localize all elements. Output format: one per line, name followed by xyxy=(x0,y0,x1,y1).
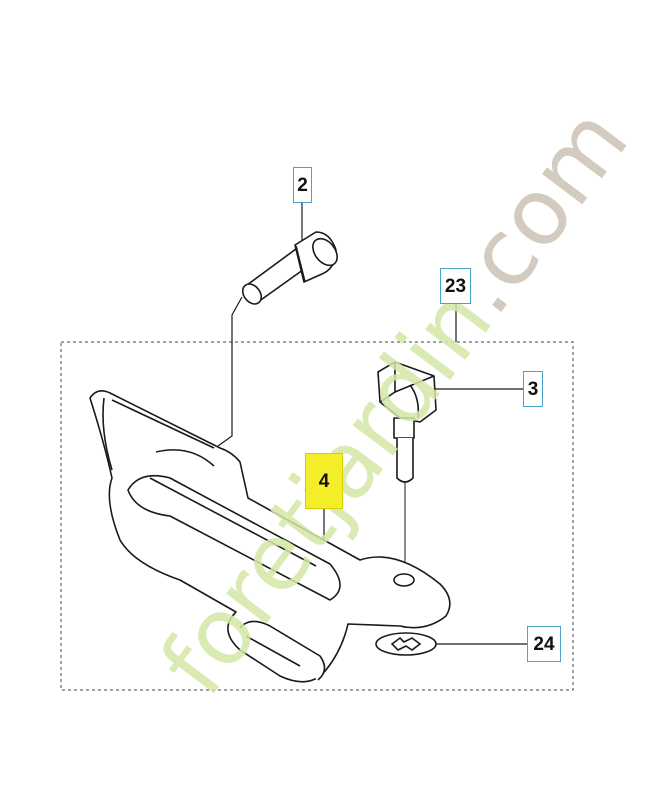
kit-boundary-dashed xyxy=(60,341,574,691)
cover-part xyxy=(89,390,451,683)
callout-screw[interactable]: 2 xyxy=(293,167,312,203)
callout-washer[interactable]: 24 xyxy=(527,626,561,662)
leader-screw-to-cover xyxy=(217,296,243,447)
callout-kit[interactable]: 23 xyxy=(440,268,471,304)
leader-lines xyxy=(217,203,527,645)
screw-part xyxy=(241,231,338,305)
callout-cover[interactable]: 4 xyxy=(305,453,343,509)
callout-pin[interactable]: 3 xyxy=(523,371,543,407)
washer-part xyxy=(375,632,437,656)
pin-part xyxy=(377,361,437,483)
